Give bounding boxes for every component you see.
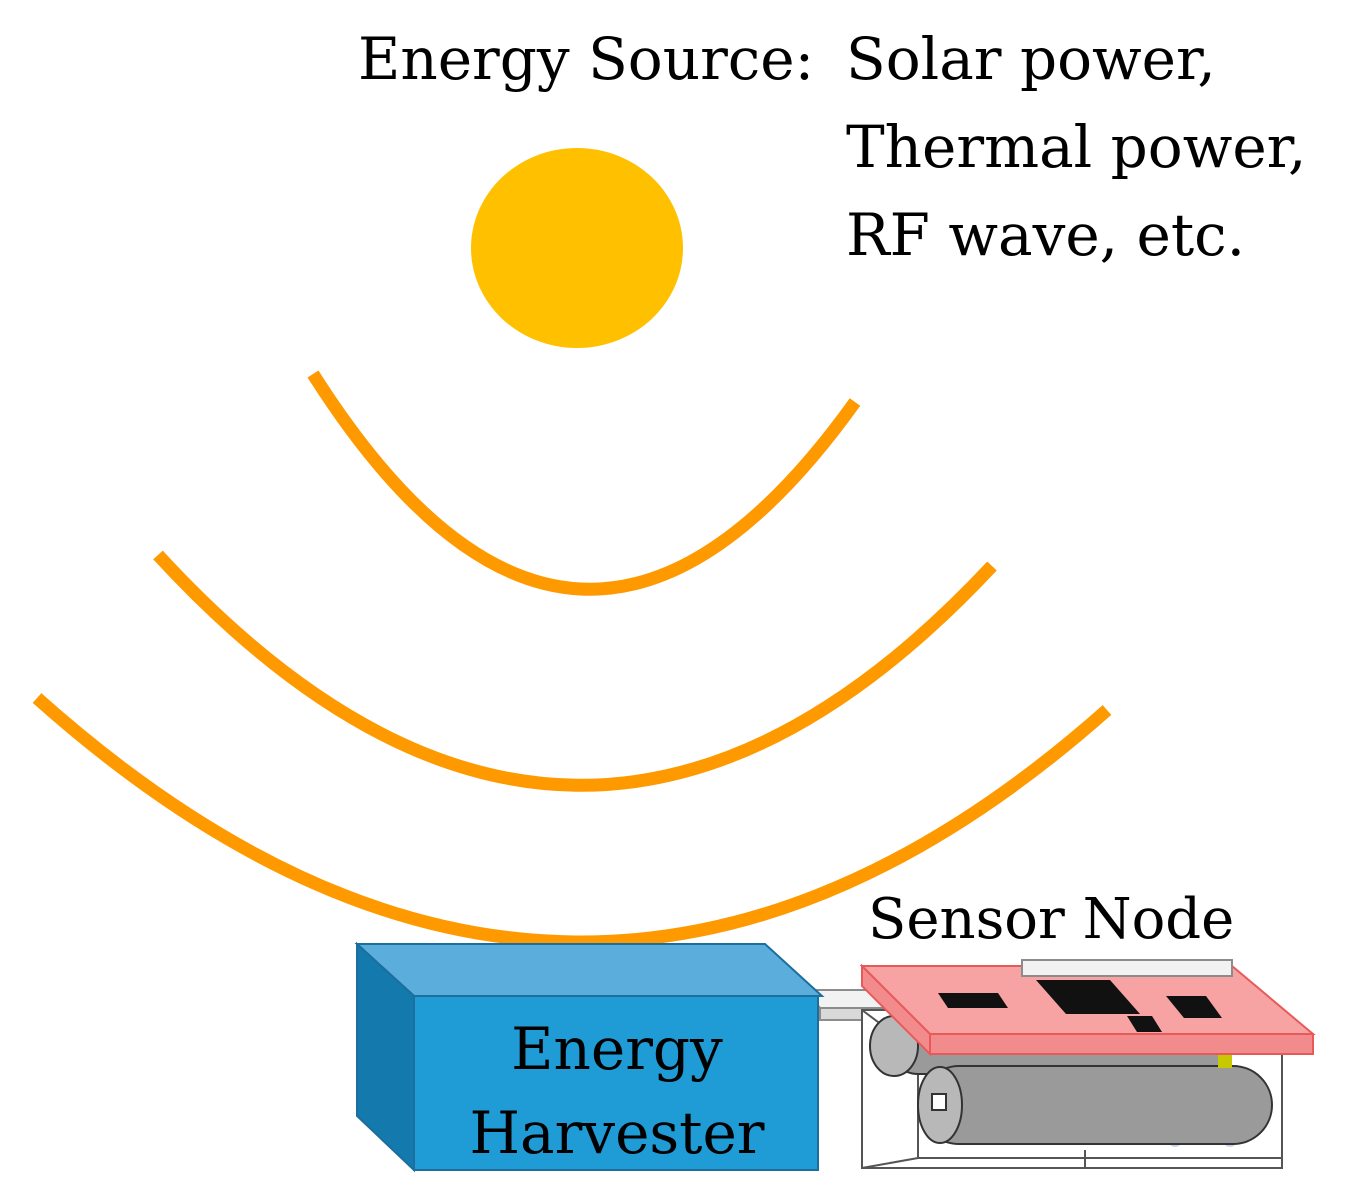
energy-harvester-label-line: Harvester (469, 1099, 765, 1167)
sensor-node-device (859, 959, 1316, 1169)
chip-center-small (1127, 1016, 1162, 1032)
energy-source-title: Energy Source: (358, 25, 815, 93)
battery-front (917, 1065, 1273, 1145)
pcb-header-strip (1021, 959, 1233, 977)
sun-icon (471, 148, 683, 348)
energy-harvester-label-line: Energy (511, 1015, 723, 1083)
wave-arc-outer (32, 693, 1112, 949)
energy-source-item: RF wave, etc. (846, 201, 1246, 269)
chip-left (938, 993, 1008, 1008)
chip-center (1036, 980, 1140, 1014)
sensor-node-label: Sensor Node (868, 887, 1235, 952)
pcb-board-front (929, 1033, 1314, 1055)
wave-arc-inner (307, 370, 861, 596)
pcb-board-side (861, 963, 931, 1057)
energy-source-item: Thermal power, (846, 113, 1307, 181)
harvester-top-face (354, 943, 825, 997)
pcb-edge-component (1218, 1055, 1232, 1068)
energy-harvester-box (354, 941, 825, 1173)
energy-source-item: Solar power, (846, 25, 1216, 93)
wave-arc-middle (153, 550, 997, 792)
chip-right (1166, 996, 1222, 1018)
harvester-front-face (413, 995, 819, 1171)
